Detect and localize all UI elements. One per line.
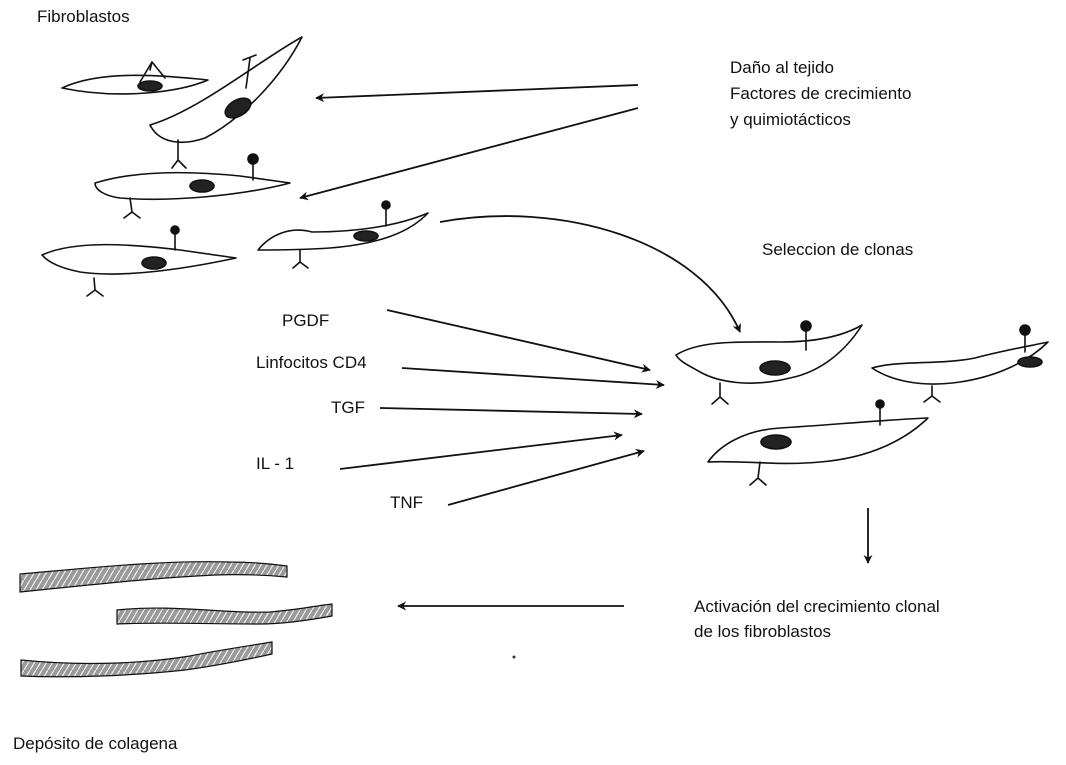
label-factor-tnf: TNF xyxy=(390,492,423,514)
arrow-il1 xyxy=(340,435,622,469)
scan-speck xyxy=(513,656,516,659)
fibroblast-cell xyxy=(42,226,236,296)
label-collagen-deposit: Depósito de colagena xyxy=(13,733,177,755)
label-damage-line2: Factores de crecimiento xyxy=(730,83,911,105)
collagen-fibers xyxy=(20,562,332,677)
arrow-tnf xyxy=(448,451,644,505)
label-factor-tgf: TGF xyxy=(331,397,365,419)
label-factor-cd4: Linfocitos CD4 xyxy=(256,352,367,374)
arrow-damage-to-cell xyxy=(316,85,638,98)
fibroblast-cluster-right xyxy=(676,321,1048,485)
label-damage-line1: Daño al tejido xyxy=(730,57,834,79)
fibroblast-cell xyxy=(95,154,290,218)
label-factor-pgdf: PGDF xyxy=(282,310,329,332)
label-activation-line1: Activación del crecimiento clonal xyxy=(694,596,940,618)
arrow-pgdf xyxy=(387,310,650,370)
fibroblast-cell xyxy=(708,400,928,485)
label-clone-selection: Seleccion de clonas xyxy=(762,239,913,261)
label-activation-line2: de los fibroblastos xyxy=(694,621,831,643)
arrows xyxy=(300,85,868,606)
fibroblast-cell xyxy=(62,62,208,94)
fibroblast-cluster-top xyxy=(42,37,428,296)
fibroblast-cell xyxy=(258,201,428,268)
label-damage-line3: y quimiotácticos xyxy=(730,109,851,131)
fibroblast-cell xyxy=(150,37,302,168)
label-fibroblastos: Fibroblastos xyxy=(37,6,130,28)
arrow-factors-to-cell xyxy=(300,108,638,198)
collagen-fiber xyxy=(21,642,272,677)
arrow-clone-selection xyxy=(440,216,740,332)
fibroblast-cell xyxy=(872,325,1048,402)
collagen-fiber xyxy=(20,562,287,592)
collagen-fiber xyxy=(117,604,332,624)
arrow-cd4 xyxy=(402,368,664,385)
arrow-tgf xyxy=(380,408,642,414)
fibroblast-cell xyxy=(676,321,862,404)
label-factor-il1: IL - 1 xyxy=(256,453,294,475)
